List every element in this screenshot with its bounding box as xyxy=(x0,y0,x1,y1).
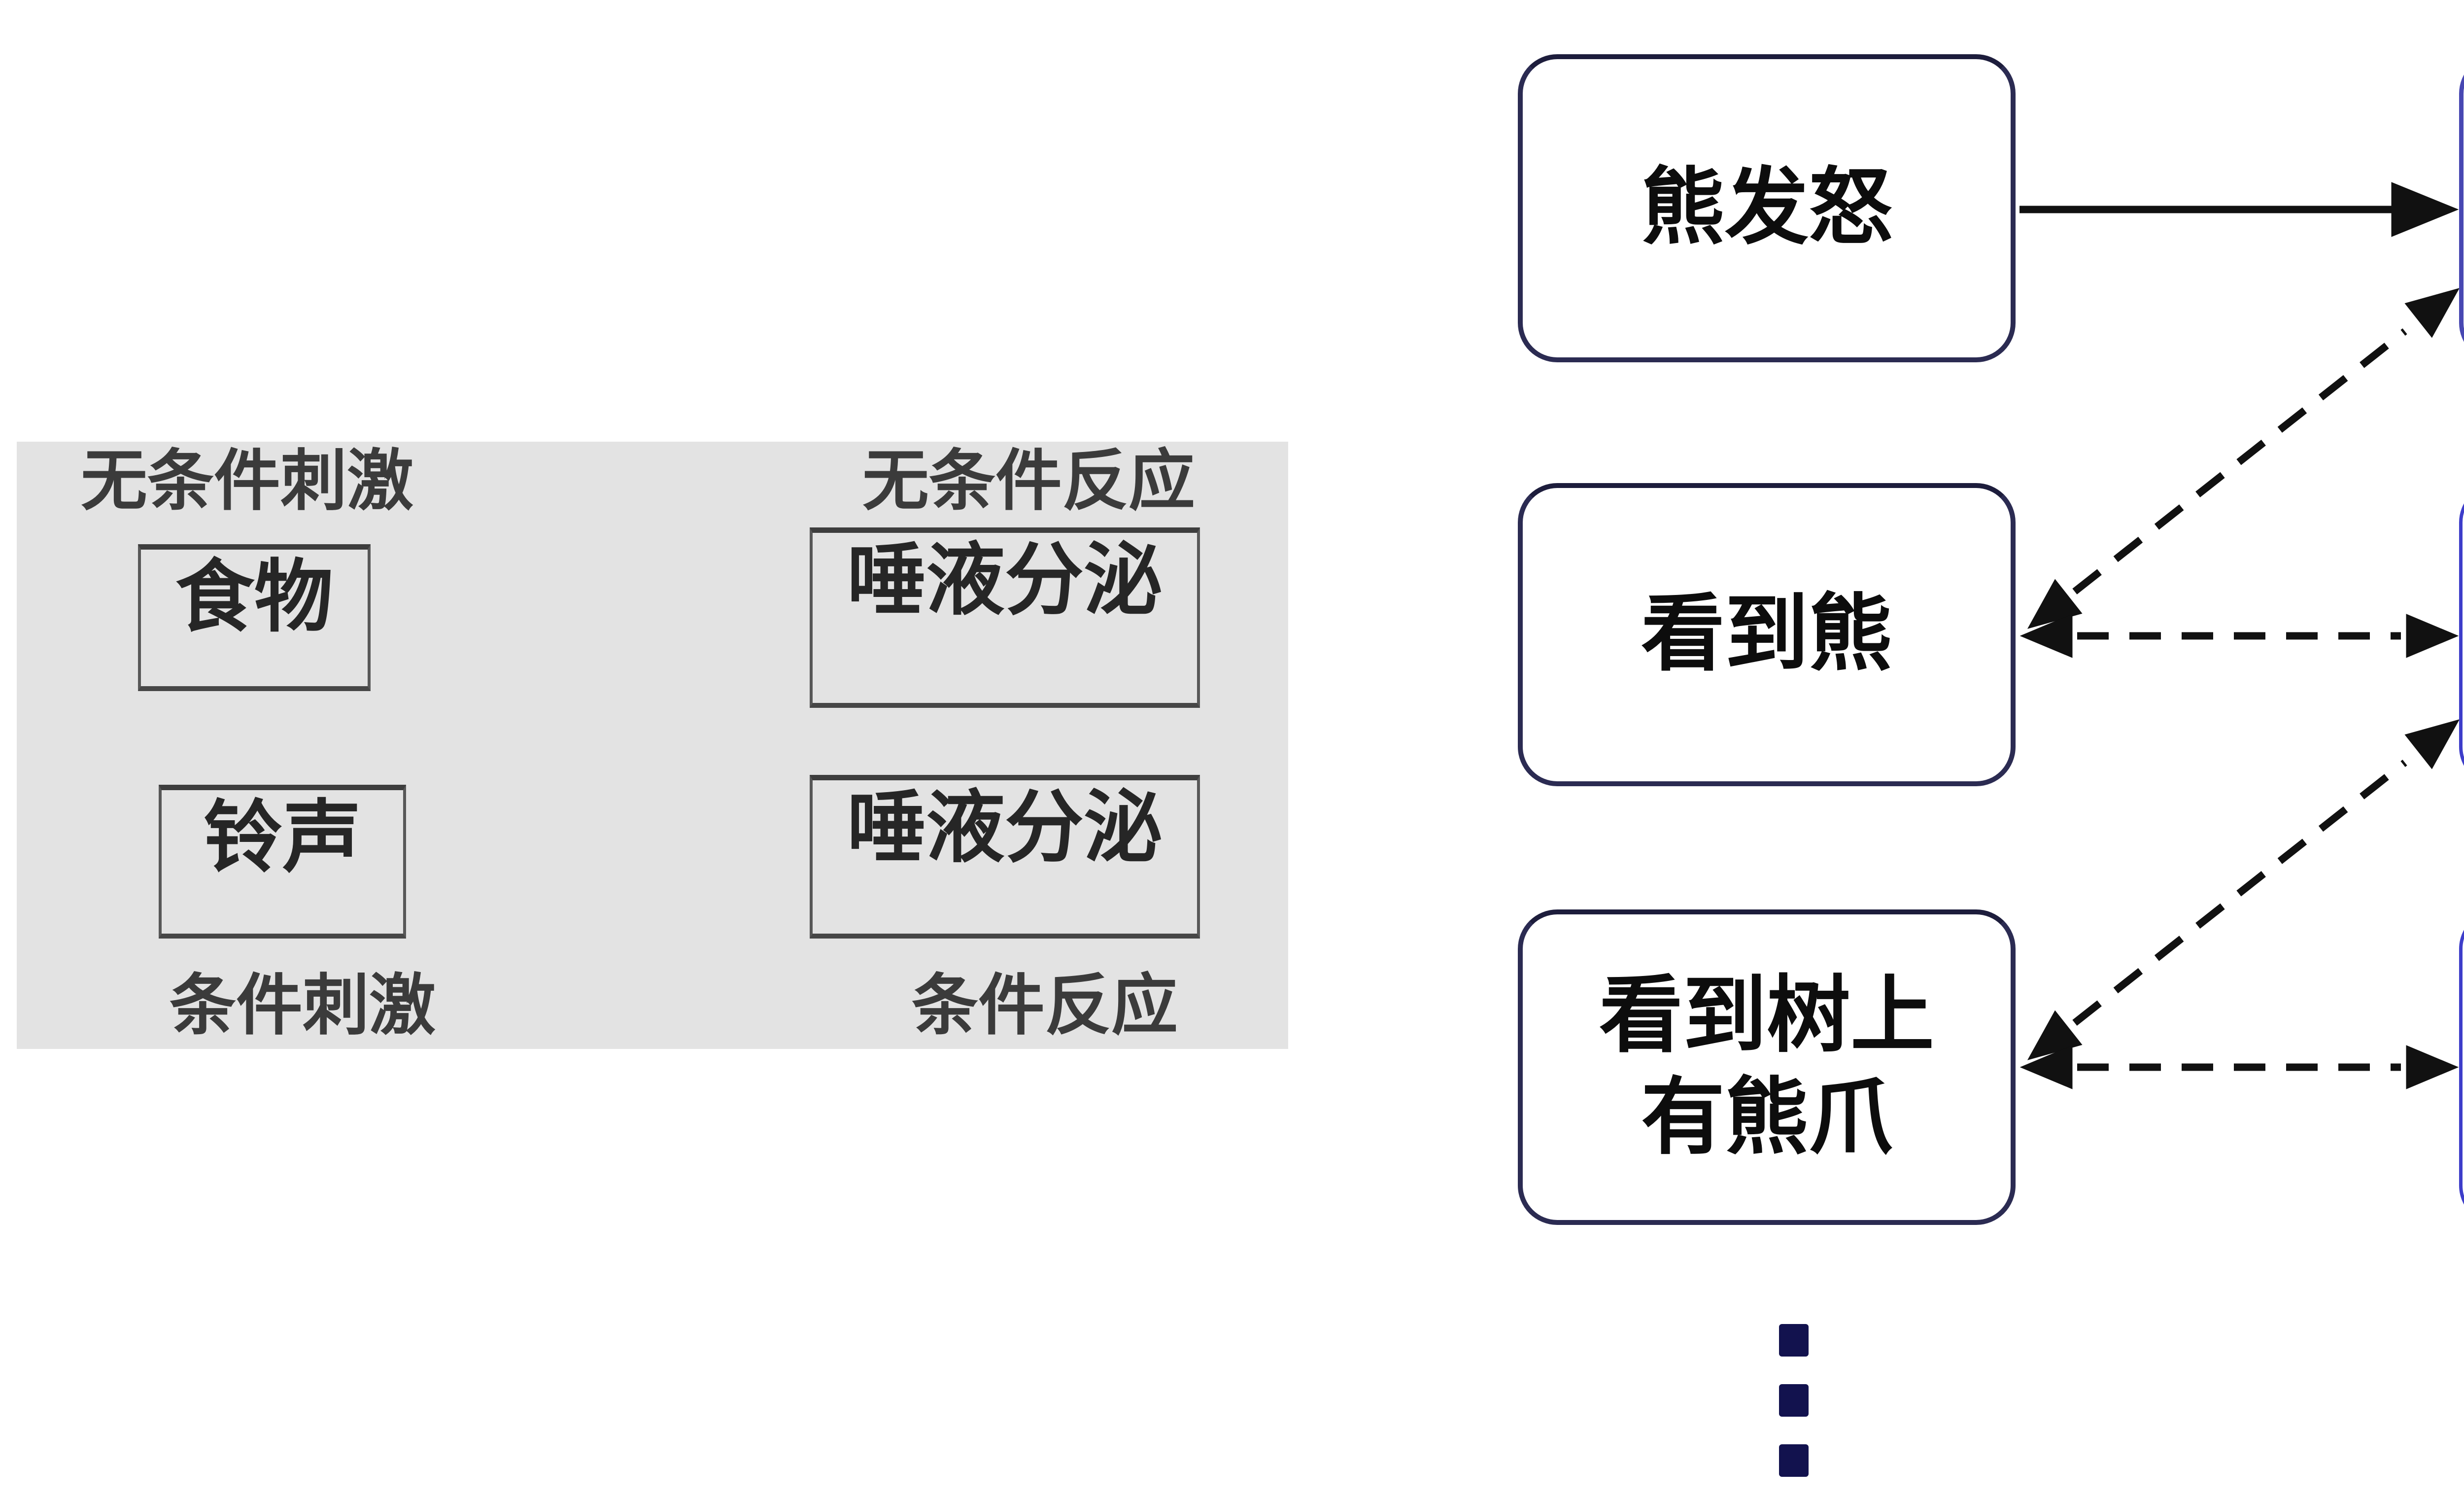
arrowhead xyxy=(2019,1045,2073,1089)
unconditioned-stimulus-label: 无条件刺激 xyxy=(81,444,413,518)
arrowhead xyxy=(2406,614,2459,658)
food-box: 食物 xyxy=(138,544,371,691)
food-box-label: 食物 xyxy=(175,553,333,641)
claws-vs-dashed-arrow xyxy=(2019,1045,2459,1089)
bear-rage-label: 熊发怒 xyxy=(1641,161,1892,254)
unconditioned-response-label: 无条件反应 xyxy=(862,444,1195,518)
see-bear-box: 看到熊 xyxy=(1518,483,2016,786)
see-bear-claws-box: 看到树上 有熊爪 xyxy=(1518,909,2016,1225)
see-bear-vsprime-dashed-arrow xyxy=(2019,614,2459,658)
classical-conditioning-panel: 无条件刺激 无条件反应 条件刺激 条件反应 食物 唾液分泌 铃声 唾液分泌 xyxy=(17,442,1288,1049)
arrowhead xyxy=(2404,719,2460,769)
claws-vsprime-dashed-arrow xyxy=(2027,719,2460,1060)
bear-rage-box: 熊发怒 xyxy=(1518,54,2016,362)
see-bear-label: 看到熊 xyxy=(1641,588,1892,681)
saliva-secretion-top-label: 唾液分泌 xyxy=(847,536,1163,624)
conditioned-response-label: 条件反应 xyxy=(912,968,1178,1043)
arrowhead xyxy=(2391,182,2459,237)
arrowhead xyxy=(2406,1045,2459,1089)
conditioned-stimulus-label: 条件刺激 xyxy=(170,968,436,1043)
bell-box: 铃声 xyxy=(159,785,406,939)
value-s-box: V(s) xyxy=(2459,909,2464,1225)
saliva-secretion-bottom-label: 唾液分泌 xyxy=(847,783,1163,872)
bell-box-label: 铃声 xyxy=(203,793,361,881)
saliva-secretion-bottom-box: 唾液分泌 xyxy=(810,775,1200,939)
see-bear-claws-label: 看到树上 有熊爪 xyxy=(1599,969,1934,1164)
ellipsis-left-icon xyxy=(1779,1324,1809,1477)
bear-rage-to-reward-arrow xyxy=(2019,182,2459,237)
value-s-prime-box: V(s′) xyxy=(2459,483,2464,786)
arrowhead xyxy=(2404,288,2460,338)
arrowhead xyxy=(2019,614,2073,658)
see-bear-reward-dashed-arrow xyxy=(2027,288,2460,629)
reward-box: 奖励 xyxy=(2459,54,2464,362)
saliva-secretion-top-box: 唾液分泌 xyxy=(810,527,1200,708)
